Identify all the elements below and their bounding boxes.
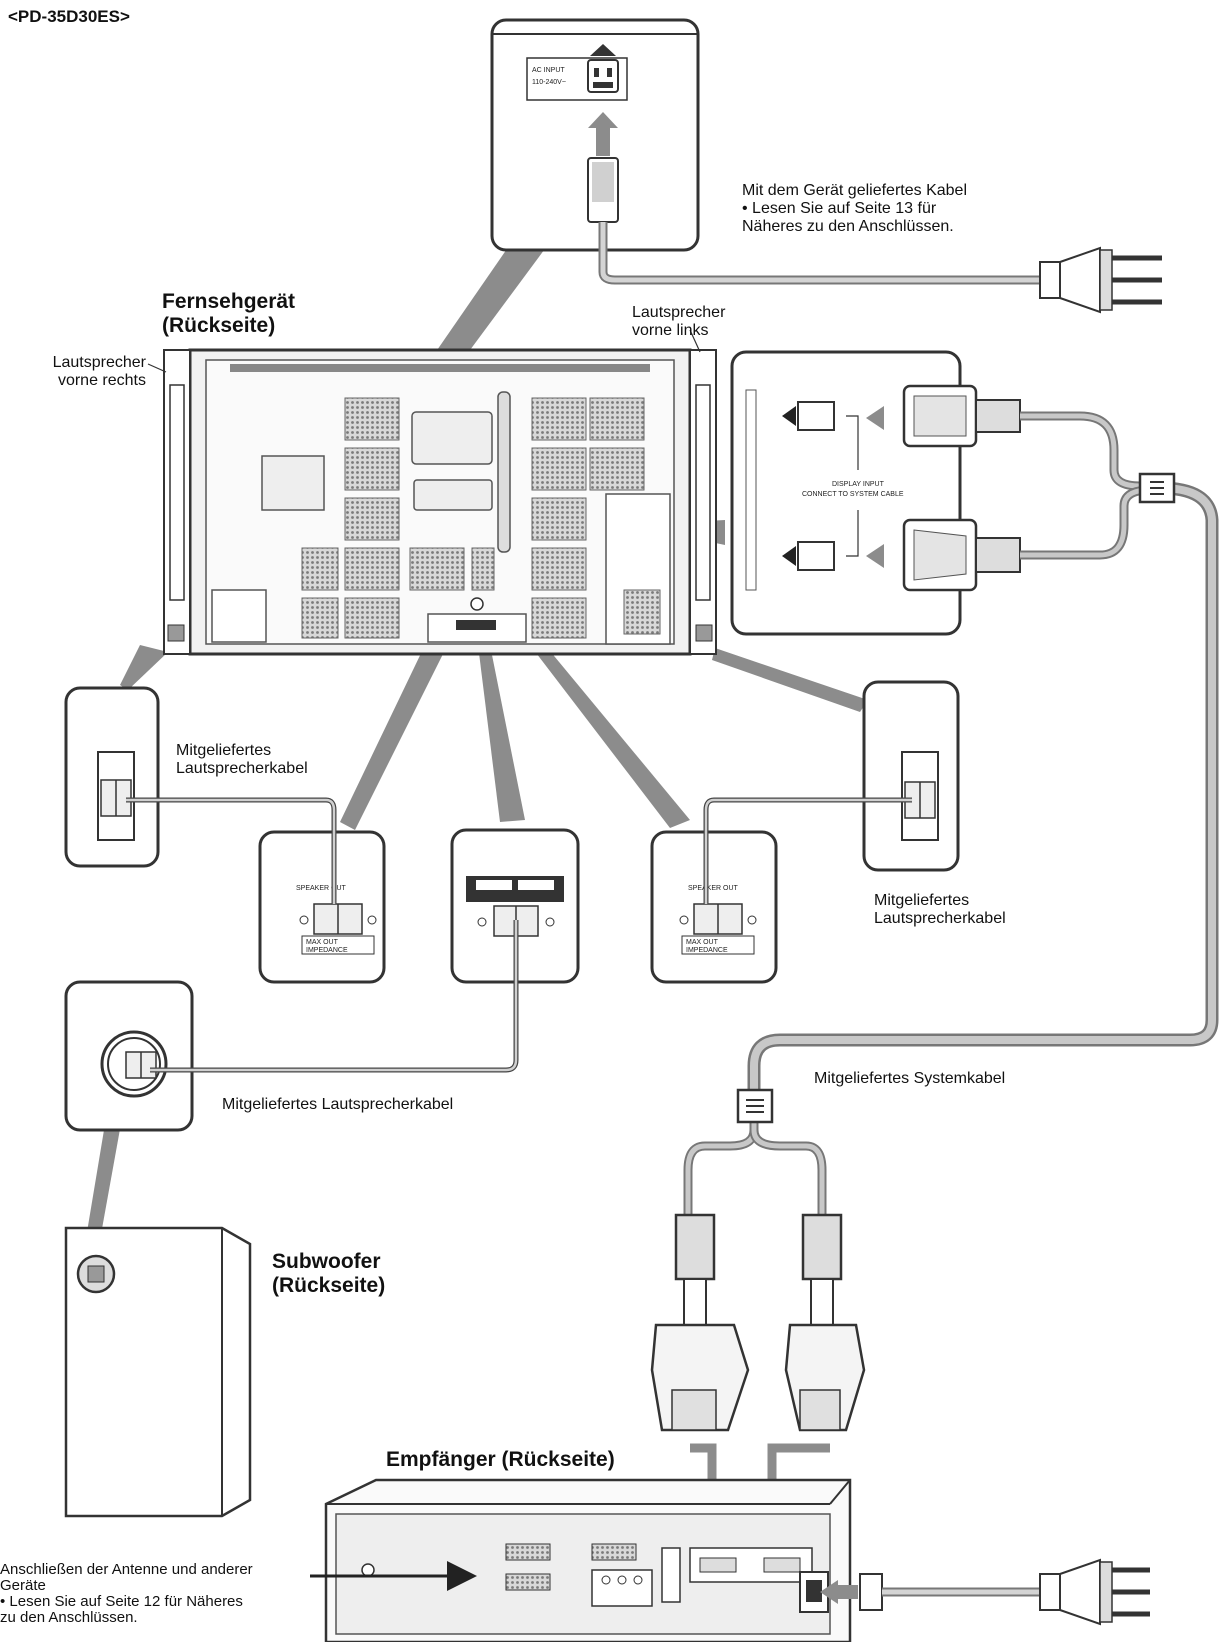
tv-rear-panel (163, 348, 717, 656)
ac-input-callout: AC INPUT 110-240V~ (490, 18, 700, 252)
receiver-title: Empfänger (Rückseite) (386, 1448, 615, 1471)
display-input-text-2: CONNECT TO SYSTEM CABLE (802, 491, 904, 498)
speaker-terminal-right (862, 680, 960, 872)
speaker-cable-label-1: Mitgeliefertes Lautsprecherkabel (176, 742, 308, 777)
speaker-cable-label-2: Mitgeliefertes Lautsprecherkabel (874, 892, 1006, 927)
speaker-cables (126, 797, 912, 1073)
receiver-unit (324, 1478, 852, 1644)
impedance-text-1: IMPEDANCE (306, 947, 348, 954)
display-input-text-1: DISPLAY INPUT (832, 481, 885, 488)
tv-title: Fernsehgerät (Rückseite) (162, 290, 296, 337)
speaker-terminal-left (64, 686, 160, 868)
max-out-text-1: MAX OUT (306, 939, 339, 946)
subwoofer-terminal (64, 980, 194, 1132)
ac-input-text-2: 110-240V~ (532, 79, 566, 86)
ac-cable-note: Mit dem Gerät geliefertes Kabel • Lesen … (742, 182, 967, 235)
model-number: <PD-35D30ES> (8, 7, 130, 26)
system-cable-label: Mitgeliefertes Systemkabel (814, 1070, 1006, 1087)
speaker-out-text-1: SPEAKER OUT (296, 885, 347, 892)
speaker-left-label: Lautsprecher vorne links (632, 304, 726, 339)
receiver-power-cord (820, 1558, 1150, 1626)
ac-power-cord (598, 222, 1162, 314)
impedance-text-2: IMPEDANCE (686, 947, 728, 954)
subwoofer-title: Subwoofer (Rückseite) (272, 1250, 386, 1297)
speaker-right-label: Lautsprecher vorne rechts (52, 354, 146, 389)
speaker-out-text-2: SPEAKER OUT (688, 885, 739, 892)
tv-speaker-out-left: SPEAKER OUT MAX OUT IMPEDANCE (258, 830, 386, 984)
max-out-text-2: MAX OUT (686, 939, 719, 946)
system-cable (683, 411, 1219, 1215)
subwoofer-unit (64, 1226, 252, 1518)
speaker-cable-label-3: Mitgeliefertes Lautsprecherkabel (222, 1096, 454, 1113)
antenna-note: Anschließen der Antenne und anderer Gerä… (0, 1561, 253, 1626)
tv-speaker-out-right: SPEAKER OUT MAX OUT IMPEDANCE (650, 830, 778, 984)
ac-input-text-1: AC INPUT (532, 67, 565, 74)
display-input-callout: DISPLAY INPUT CONNECT TO SYSTEM CABLE (730, 350, 1021, 636)
